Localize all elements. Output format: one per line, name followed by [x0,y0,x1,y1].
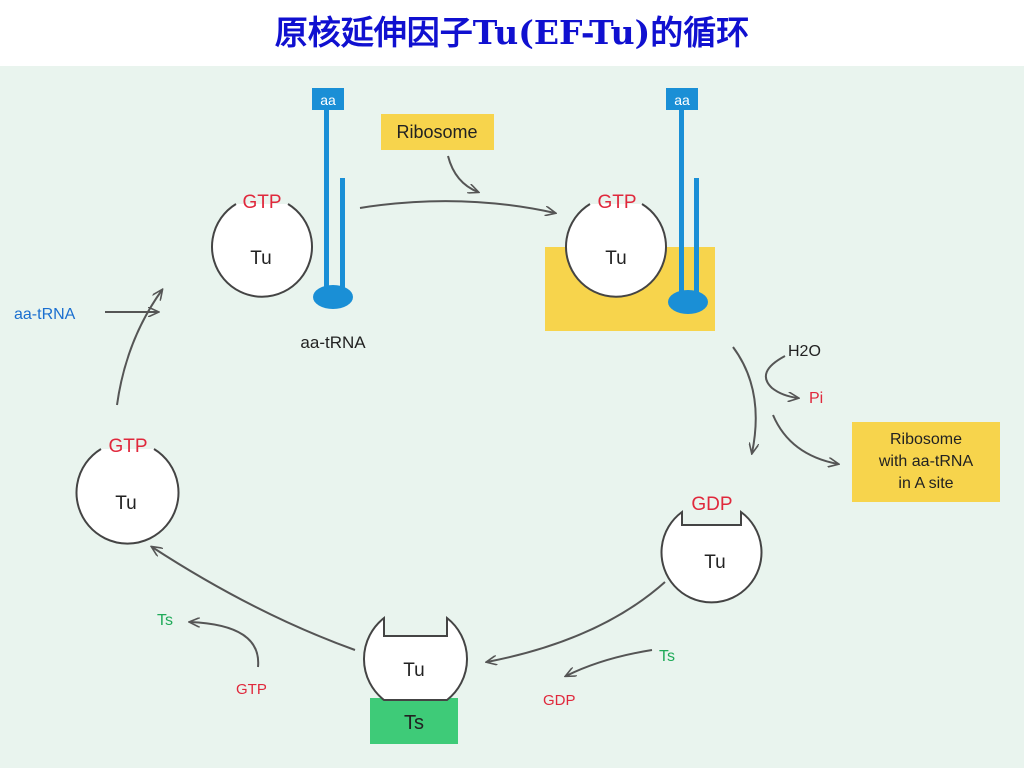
aa-trna-label: aa-tRNA [300,333,366,352]
gdp-tu-complex: GDP Tu [660,494,763,604]
gtp-input-label: GTP [236,681,267,698]
gdp-release-label: GDP [543,692,576,709]
ribosome-with-line3: in A site [898,475,953,492]
arrow-top [359,200,555,213]
ts-box-label: Ts [404,712,424,734]
trna-stem-short [340,178,345,290]
arrow-ts-in [566,649,653,676]
left-complex: GTP Tu [75,436,180,545]
gtp-label-left: GTP [108,436,147,457]
arrow-ts-out [190,622,260,668]
aa-box [312,88,344,110]
trna-stem-long-right [679,110,684,295]
tu-shape-gdp [660,510,763,604]
tu-shape [211,203,313,298]
diagram-background [0,66,1024,768]
gtp-label-right: GTP [597,192,636,213]
ribosome-with-trna-box [852,422,1000,502]
arrow-ribosome-in [447,155,478,192]
arrow-left-up [116,290,162,406]
aa-label-right: aa [674,92,690,108]
trna-anticodon-right [668,290,708,314]
aa-trna-input-label: aa-tRNA [14,306,76,323]
ts-input-label: Ts [659,648,675,665]
arrow-right-down [732,346,756,453]
tu-shape-left [75,448,180,545]
top-right-complex: GTP Tu aa [545,88,715,331]
tu-label-bottom: Tu [403,660,424,681]
tu-label-gdp: Tu [704,552,725,573]
ribosome-box [381,114,494,150]
tu-ts-complex: Ts Tu [362,615,469,744]
tu-label: Tu [250,248,271,269]
page-title: 原核延伸因子Tu(EF-Tu)的循环 [274,13,750,52]
ribosome-label: Ribosome [396,122,477,142]
tu-shape-right [565,203,667,298]
tu-label-left: Tu [115,493,136,514]
ribosome-with-line1: Ribosome [890,431,962,448]
top-left-complex: GTP Tu aa aa-tRNA [211,88,366,352]
h2o-label: H2O [788,343,821,360]
arrow-gdp-to-tuts [487,581,666,662]
ts-box [370,698,458,744]
arrow-h2o-pi [764,355,798,398]
gtp-label: GTP [242,192,281,213]
cycle-arrows [105,155,838,676]
aa-box-right [666,88,698,110]
trna-stem-short-right [694,178,699,295]
aa-label: aa [320,92,336,108]
tu-shape-bottom [362,615,469,701]
pi-label: Pi [809,390,823,407]
ef-tu-cycle-diagram: GTP Tu aa aa-tRNA Ribosome GTP Tu aa H2O… [0,66,1024,768]
arrow-tuts-to-left [152,547,356,651]
arrow-to-ribosome-trna [772,414,838,464]
trna-stem-long [324,110,329,290]
tu-label-right: Tu [605,248,626,269]
ribosome-with-line2: with aa-tRNA [878,453,974,470]
ts-release-label: Ts [157,612,173,629]
trna-anticodon [313,285,353,309]
gdp-label: GDP [691,494,732,515]
